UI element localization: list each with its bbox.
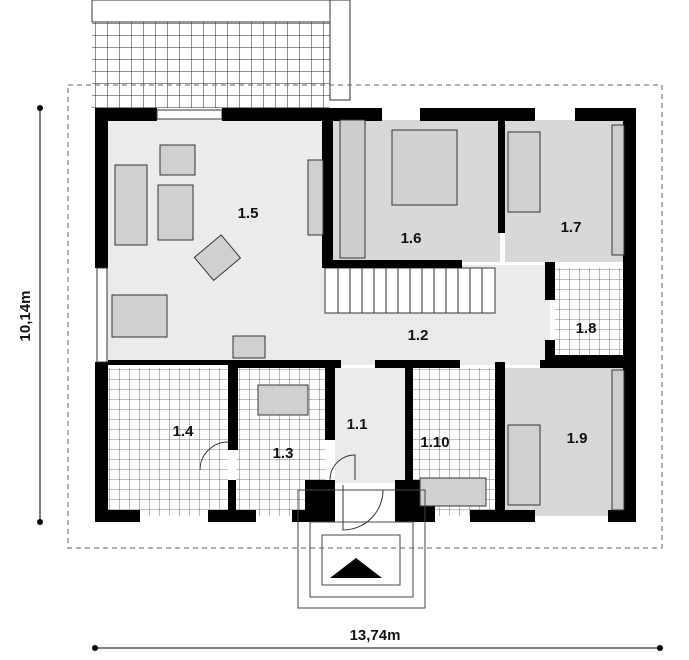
terrace	[91, 0, 351, 108]
entrance-porch	[297, 485, 426, 609]
room-label-1-6: 1.6	[401, 230, 422, 247]
roof-outline	[67, 84, 663, 549]
room-label-1-8: 1.8	[576, 320, 597, 337]
room-label-1-4: 1.4	[173, 423, 195, 440]
room-label-1-5: 1.5	[238, 205, 259, 222]
entrance-arrow-icon	[330, 558, 382, 578]
walls	[95, 108, 636, 522]
width-label: 13,74m	[350, 627, 401, 644]
height-dimension: 10,14m	[17, 105, 43, 525]
room-label-1-7: 1.7	[561, 219, 582, 236]
room-label-1-2: 1.2	[408, 327, 429, 344]
width-dimension: 13,74m	[92, 627, 663, 651]
room-label-1-10: 1.10	[420, 434, 449, 451]
room-label-1-1: 1.1	[347, 416, 368, 433]
height-label: 10,14m	[17, 291, 34, 342]
room-label-1-9: 1.9	[567, 430, 588, 447]
furniture	[111, 119, 625, 511]
room-label-1-3: 1.3	[273, 445, 294, 462]
